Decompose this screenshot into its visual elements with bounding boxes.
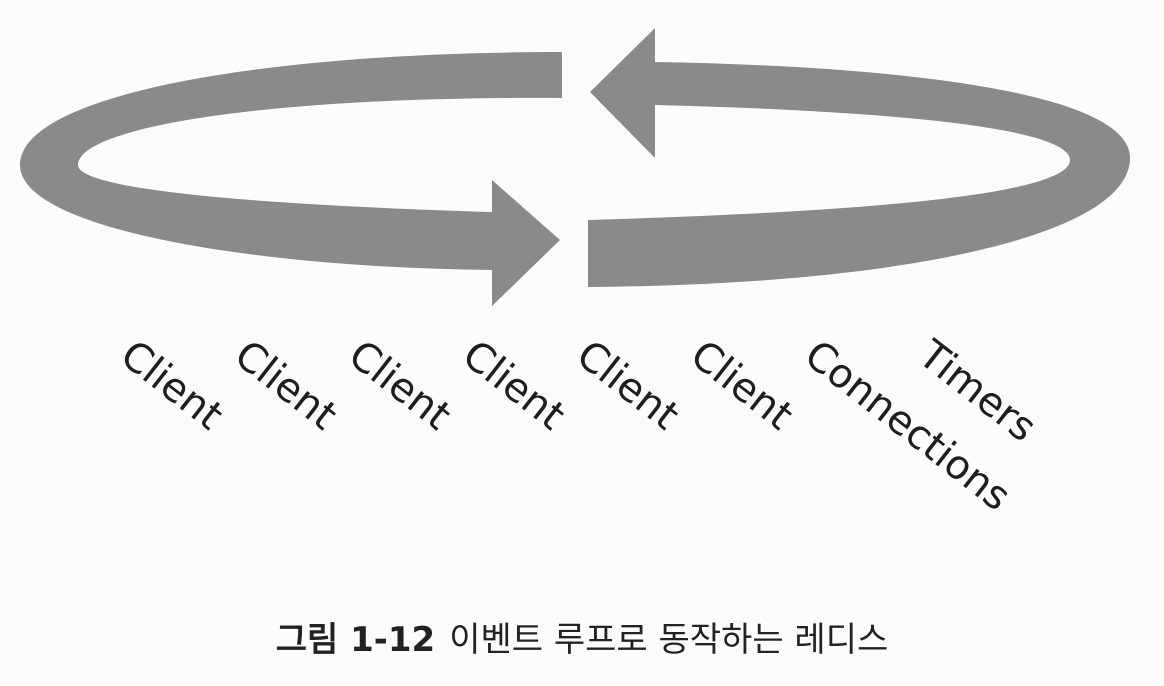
event-loop-diagram: ClientClientClientClientClientClientConn… — [20, 28, 1130, 520]
right-loop-arrow — [588, 28, 1130, 287]
figure-caption: 그림 1-12 이벤트 루프로 동작하는 레디스 — [0, 612, 1164, 661]
figure-number: 그림 1-12 — [275, 620, 436, 660]
event-labels: ClientClientClientClientClientClientConn… — [112, 331, 1045, 520]
event-label-5: Client — [568, 332, 688, 440]
event-label-3: Client — [340, 332, 460, 440]
event-label-1: Client — [112, 332, 232, 440]
left-loop-arrow — [20, 52, 562, 306]
figure-title: 이벤트 루프로 동작하는 레디스 — [449, 620, 889, 660]
event-label-4: Client — [454, 332, 574, 440]
event-label-2: Client — [226, 332, 346, 440]
event-label-6: Client — [682, 332, 802, 440]
